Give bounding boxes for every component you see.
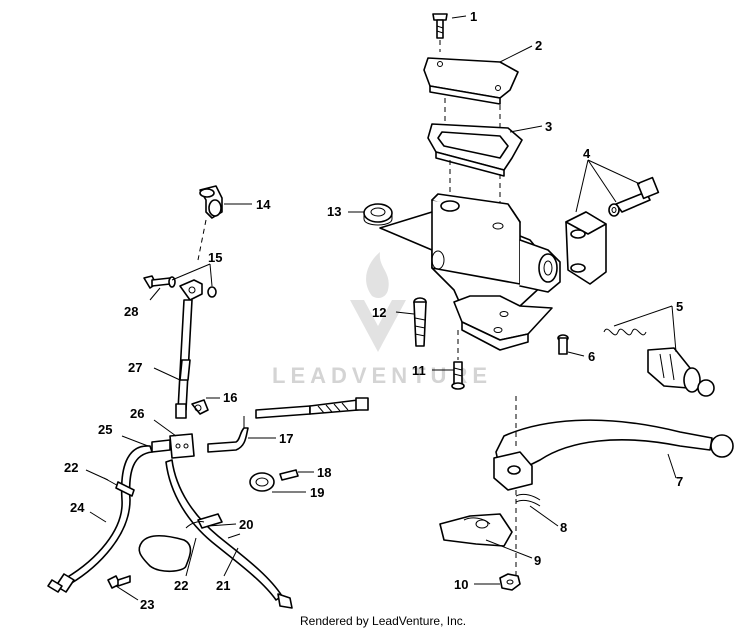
part-18-clip [279, 469, 299, 481]
callout-4: 4 [583, 146, 591, 161]
part-4-clamp [565, 176, 660, 285]
footer-credit: Rendered by LeadVenture, Inc. [300, 614, 466, 628]
part-5-piston [603, 328, 715, 397]
part-9-lever-guard [439, 513, 513, 547]
callout-22-upper: 22 [64, 460, 78, 475]
callout-10: 10 [454, 577, 468, 592]
callout-28: 28 [124, 304, 138, 319]
callout-24: 24 [70, 500, 85, 515]
callout-23: 23 [140, 597, 154, 612]
callout-3: 3 [545, 119, 552, 134]
callout-19: 19 [310, 485, 324, 500]
callout-5: 5 [676, 299, 683, 314]
callout-labels: 1 2 3 4 5 6 7 8 9 10 11 12 13 14 15 16 1… [64, 9, 683, 612]
callout-22-lower: 22 [174, 578, 188, 593]
callout-16: 16 [223, 390, 237, 405]
part-16-fitting [191, 399, 209, 415]
callout-25: 25 [98, 422, 112, 437]
part-8-washer [515, 493, 541, 507]
callout-18: 18 [317, 465, 331, 480]
callout-13: 13 [327, 204, 341, 219]
callout-7: 7 [676, 474, 683, 489]
part-24-25-left-hose [47, 445, 153, 593]
part-11-screw [451, 330, 465, 390]
part-10-nut [499, 573, 521, 591]
part-28-bolt [143, 275, 171, 289]
part-3-gasket [427, 123, 523, 177]
callout-14: 14 [256, 197, 271, 212]
part-7-brake-lever [493, 396, 734, 575]
part-20-21-right-hose [165, 459, 293, 609]
part-1-screw [432, 13, 448, 52]
part-17-brake-line [207, 397, 369, 453]
watermark: LEADVENTURE [272, 252, 492, 388]
callout-15: 15 [208, 250, 222, 265]
leadventure-logo-icon [350, 252, 406, 352]
callout-21: 21 [216, 578, 230, 593]
callout-11: 11 [412, 363, 426, 378]
callout-17: 17 [279, 431, 293, 446]
callout-1: 1 [470, 9, 477, 24]
part-19-clamp [249, 472, 275, 492]
callout-27: 27 [128, 360, 142, 375]
part-23-screw [107, 575, 131, 589]
mounting-plate [138, 534, 192, 573]
part-15-washers [168, 276, 217, 301]
master-cylinder-body [379, 193, 561, 351]
leader-lines [85, 15, 677, 601]
part-14-banjo-tee [197, 185, 223, 261]
callout-20: 20 [239, 517, 253, 532]
callout-8: 8 [560, 520, 567, 535]
part-2-reservoir-cover [423, 57, 519, 105]
part-12-bolt [413, 297, 427, 347]
callout-2: 2 [535, 38, 542, 53]
callout-12: 12 [372, 305, 386, 320]
part-13-boot [363, 203, 393, 226]
callout-9: 9 [534, 553, 541, 568]
part-27-brake-hose [175, 299, 193, 419]
part-6-pin [557, 334, 569, 355]
callout-6: 6 [588, 349, 595, 364]
callout-26: 26 [130, 406, 144, 421]
watermark-text: LEADVENTURE [272, 363, 492, 388]
part-26-junction-block [151, 433, 195, 459]
